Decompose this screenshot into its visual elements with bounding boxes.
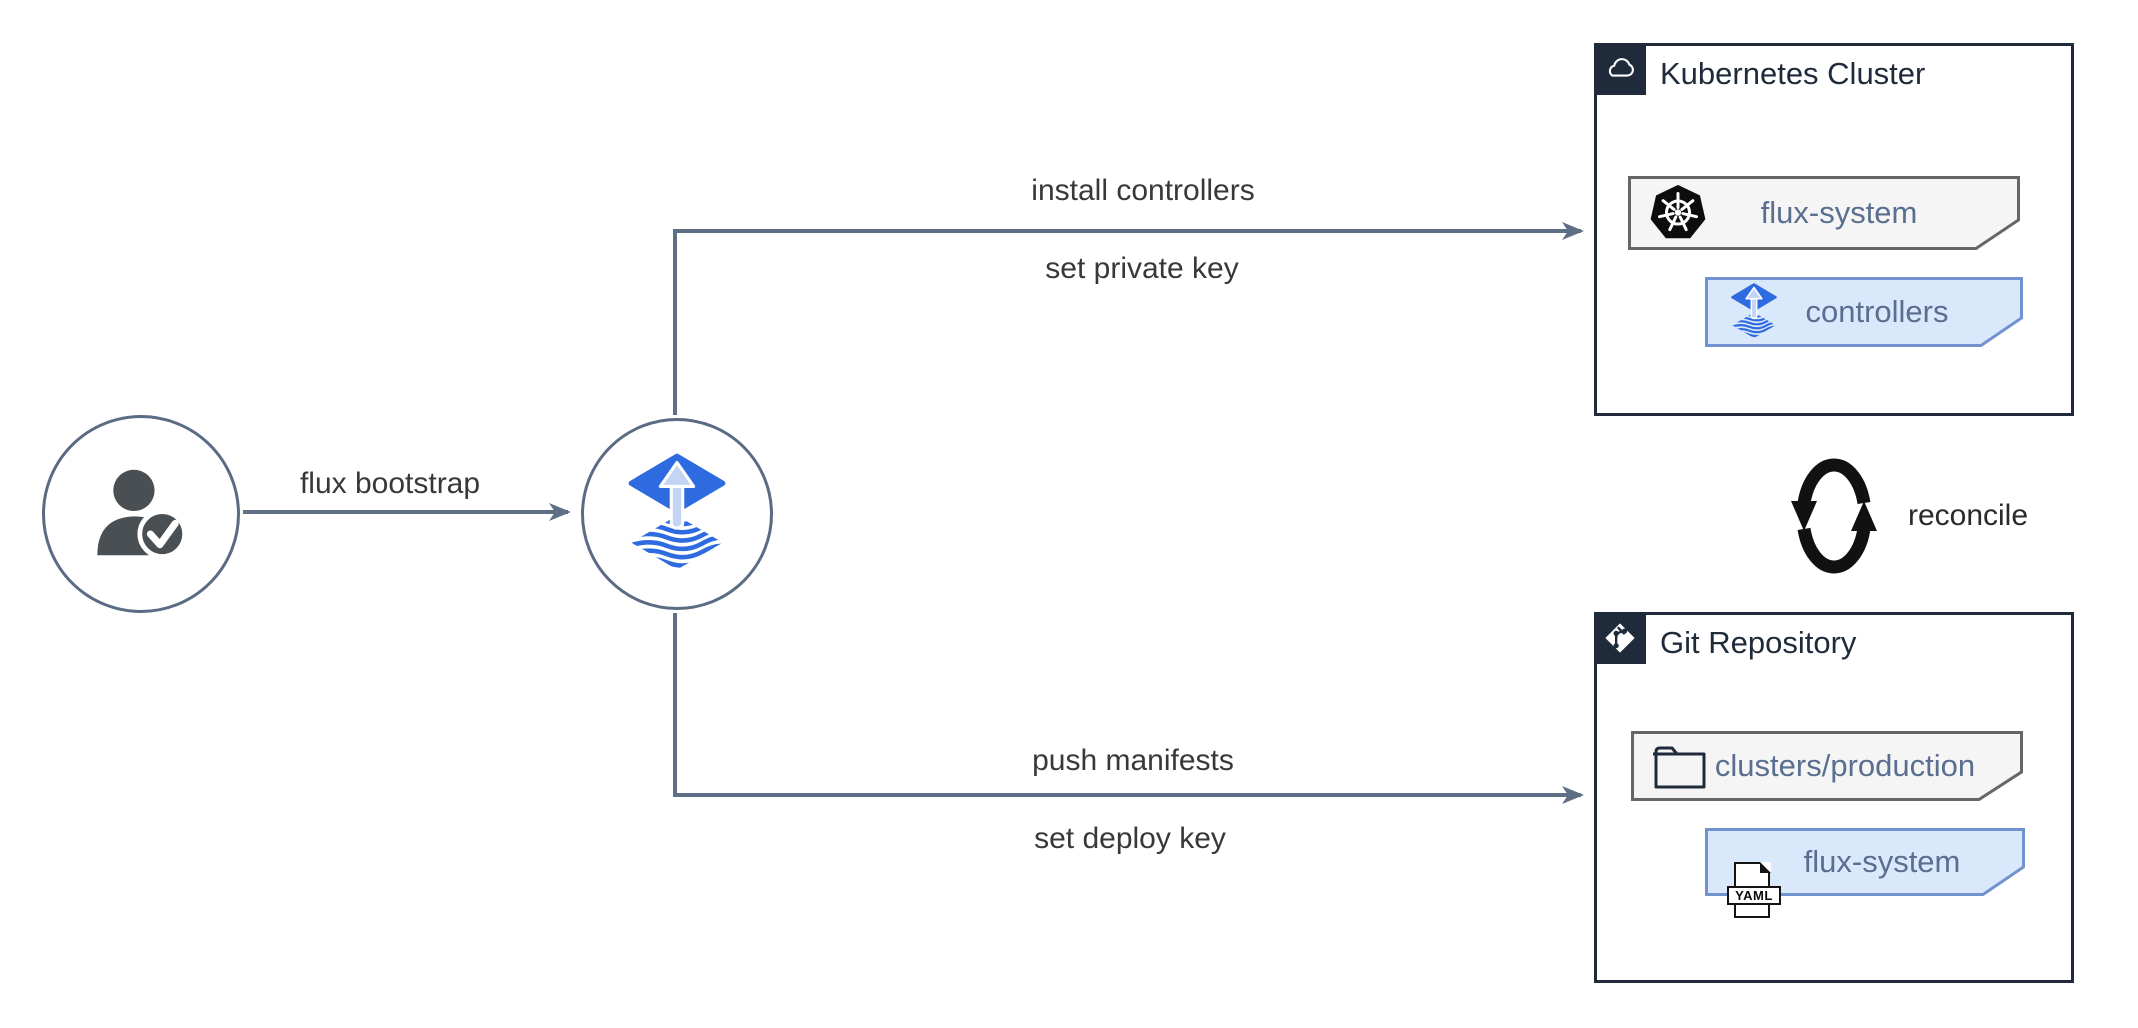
kubernetes-cluster-title: Kubernetes Cluster: [1660, 56, 1926, 91]
git-repository-title: Git Repository: [1660, 625, 1857, 660]
edge-label-set-private-key: set private key: [1039, 252, 1245, 286]
edge-label-install-controllers: install controllers: [1025, 174, 1261, 208]
node-label: controllers: [1805, 294, 1949, 329]
cloud-icon: [1594, 43, 1646, 95]
node-controllers: controllers: [1705, 277, 2023, 347]
git-repository-box: Git Repository clusters/production: [1594, 612, 2074, 983]
reconcile-label: reconcile: [1901, 499, 2035, 533]
yaml-badge-text: YAML: [1727, 886, 1781, 905]
reconcile-icon: [1791, 458, 1877, 574]
node-flux-system-namespace: flux-system: [1628, 176, 2020, 250]
node-clusters-production: clusters/production: [1631, 731, 2023, 801]
edge-push-manifests: [673, 613, 1584, 804]
flux-icon: [625, 453, 729, 576]
edge-install-controllers: [673, 222, 1584, 415]
node-label: flux-system: [1803, 844, 1961, 879]
node-flux-system-yaml: YAML flux-system: [1705, 828, 2025, 918]
user-node: [42, 415, 240, 613]
node-label: flux-system: [1760, 195, 1918, 230]
user-check-icon: [82, 455, 200, 573]
edge-label-push-manifests: push manifests: [1026, 744, 1240, 778]
node-label: clusters/production: [1714, 748, 1976, 783]
edge-label-flux-bootstrap: flux bootstrap: [293, 467, 487, 501]
folder-icon: [1653, 742, 1707, 790]
git-icon: [1594, 612, 1646, 664]
flux-cli-node: [581, 418, 773, 610]
kubernetes-cluster-box: Kubernetes Cluster flux-system controlle…: [1594, 43, 2074, 416]
edge-label-set-deploy-key: set deploy key: [1028, 822, 1232, 856]
